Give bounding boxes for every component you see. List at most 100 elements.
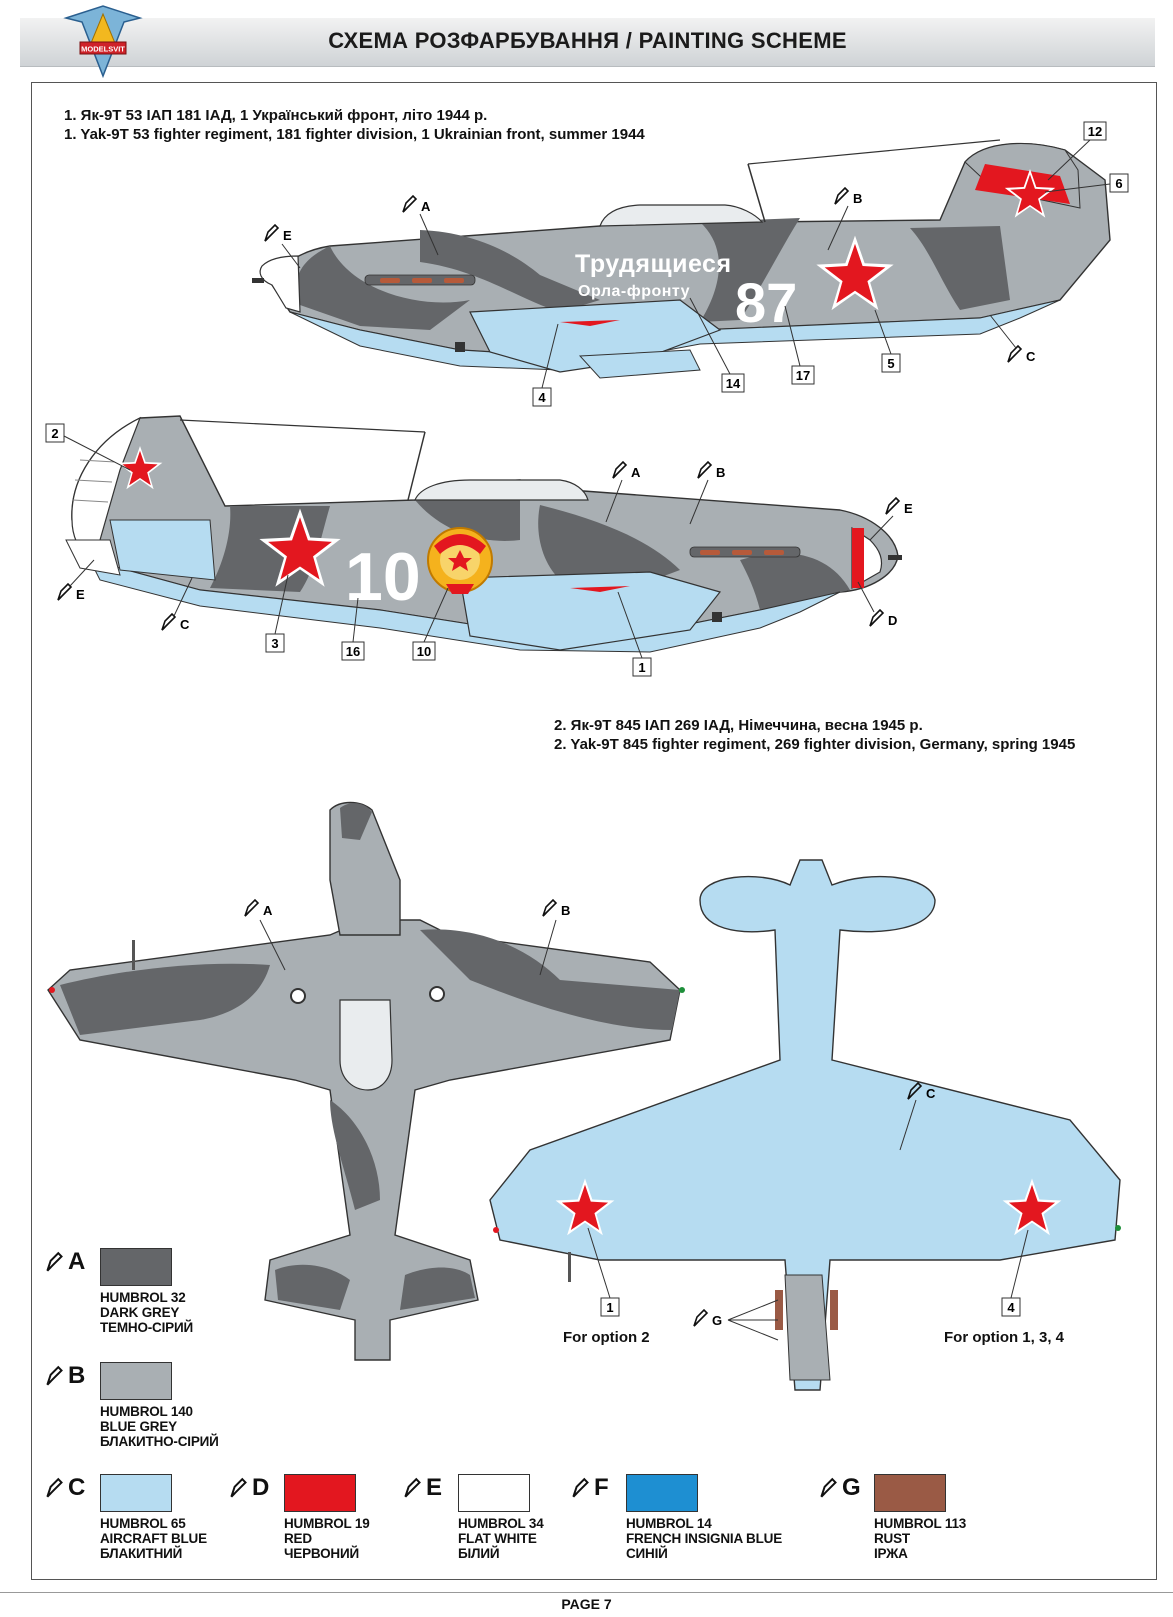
swatch-color-chip [284,1474,356,1512]
pointer-b-1: B [827,187,862,251]
pointer-b-2: B [689,461,725,525]
callout-6: 6 [1044,173,1129,193]
swatch-color-chip [100,1248,172,1286]
option1-slogan-line2: Орла-фронту [578,283,690,300]
swatch-line: БІЛИЙ [458,1546,500,1561]
swatch-letter: F [568,1474,609,1502]
note-for-option-134: For option 1, 3, 4 [944,1329,1065,1346]
callouts: 12 6 5 17 14 4 2 3 16 10 1 1 4 [45,121,1129,1317]
swatch-line: FLAT WHITE [458,1531,537,1546]
swatch-letter-text: F [594,1474,609,1501]
callout-10: 10 [412,587,449,661]
paint-pointers: A E B C A B E D E C A B C G [57,187,1036,1341]
pointer-a-1: A [402,195,439,256]
swatch-letter-text: E [426,1474,443,1501]
svg-text:A: A [263,903,273,918]
bottom-view [489,859,1121,1391]
svg-text:A: A [631,465,641,480]
svg-text:G: G [712,1313,722,1328]
swatch-letter-text: A [68,1248,86,1275]
option2-caption: 2. Як-9Т 845 ІАП 269 ІАД, Німеччина, вес… [554,716,1075,754]
swatch-line: HUMBROL 32 [100,1290,186,1305]
option1-caption-ua: 1. Як-9Т 53 ІАП 181 ІАД, 1 Український ф… [64,107,488,124]
swatch-color-chip [626,1474,698,1512]
swatch-letter: G [816,1474,861,1502]
callout-3: 3 [265,574,289,653]
svg-text:D: D [888,613,897,628]
swatch-line: БЛАКИТНИЙ [100,1546,183,1561]
svg-text:C: C [180,617,190,632]
swatch-line: RED [284,1531,312,1546]
svg-text:E: E [283,228,292,243]
svg-text:17: 17 [796,368,810,383]
pointer-e-1: E [264,224,301,269]
swatch-line: HUMBROL 19 [284,1516,370,1531]
svg-text:A: A [421,199,431,214]
pointer-c-1: C [989,314,1036,364]
swatch-line: ІРЖА [874,1546,908,1561]
svg-text:B: B [853,191,862,206]
pointer-a-2: A [605,461,641,523]
callout-17: 17 [784,305,815,385]
swatch-letter: C [42,1474,85,1502]
callout-5: 5 [874,309,901,373]
swatch-letter: B [42,1362,85,1390]
callout-14: 14 [689,297,745,393]
svg-text:10: 10 [417,644,431,659]
swatch-color-chip [458,1474,530,1512]
swatch-line: AIRCRAFT BLUE [100,1531,207,1546]
swatch-letter-text: D [252,1474,270,1501]
note-for-option-2: For option 2 [563,1329,650,1346]
swatch-line: HUMBROL 14 [626,1516,712,1531]
svg-text:C: C [926,1086,936,1101]
swatch-line: RUST [874,1531,910,1546]
svg-text:E: E [76,587,85,602]
pointer-a-top: A [244,899,286,971]
page-header: СХЕМА РОЗФАРБУВАННЯ / PAINTING SCHEME [20,18,1155,67]
svg-text:3: 3 [271,636,278,651]
callout-4-bottom: 4 [1001,1229,1029,1317]
svg-text:E: E [904,501,913,516]
callout-4-side: 4 [532,323,559,407]
callout-1-side: 1 [617,591,652,677]
svg-text:C: C [1026,349,1036,364]
svg-text:12: 12 [1088,124,1102,139]
swatch-color-chip [100,1362,172,1400]
callout-16: 16 [341,597,365,661]
page-number: PAGE 7 [561,1596,612,1612]
swatch-line: HUMBROL 113 [874,1516,967,1531]
page-title: СХЕМА РОЗФАРБУВАННЯ / PAINTING SCHEME [328,28,847,53]
swatch-line: FRENCH INSIGNIA BLUE [626,1531,783,1546]
svg-text:6: 6 [1115,176,1122,191]
pointer-b-top: B [539,899,570,976]
svg-text:1: 1 [606,1300,613,1315]
footer-rule [0,1592,1173,1593]
svg-text:4: 4 [538,390,546,405]
swatch-letter-text: C [68,1474,86,1501]
swatch-letter: E [400,1474,442,1502]
pointer-c-2: C [161,577,193,632]
swatch-letter-text: G [842,1474,861,1501]
svg-text:1: 1 [638,660,645,675]
page-frame [31,82,1157,1580]
pointer-c-bottom: C [899,1082,936,1151]
swatch-color-chip [100,1474,172,1512]
option2-tactical-number: 10 [345,539,421,615]
option2-side-view: 10 [65,415,902,653]
swatch-line: DARK GREY [100,1305,180,1320]
svg-text:B: B [561,903,570,918]
svg-text:16: 16 [346,644,360,659]
callout-2: 2 [45,423,131,471]
